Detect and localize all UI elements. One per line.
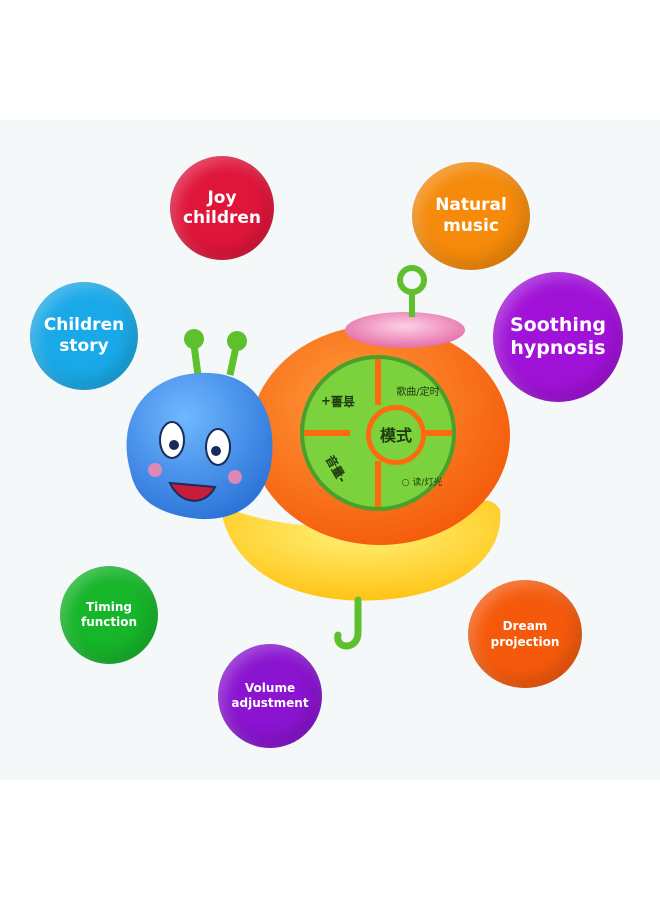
- volume-adjustment-bubble: Volume adjustment: [218, 644, 322, 748]
- joy-children-label: Joy children: [182, 188, 262, 228]
- children-story-bubble: Children story: [30, 282, 138, 390]
- bottom-right-button-label: ○ 读/灯光: [402, 476, 443, 488]
- mode-button-label: 模式: [380, 426, 412, 445]
- natural-music-bubble: Natural music: [412, 162, 530, 270]
- timing-function-label: Timing function: [80, 600, 138, 629]
- snail-mouth: [168, 481, 217, 502]
- left-top-button-label: 音量+: [321, 394, 355, 409]
- soothing-hypnosis-bubble: Soothing hypnosis: [493, 272, 623, 402]
- bottom-hook: [334, 596, 362, 650]
- dream-projection-label: Dream projection: [490, 619, 560, 649]
- top-right-button-label: 歌曲/定时: [396, 385, 439, 398]
- timing-function-bubble: Timing function: [60, 566, 158, 664]
- top-dome: [345, 312, 465, 348]
- top-hook-ring: [397, 265, 427, 295]
- natural-music-label: Natural music: [435, 195, 507, 236]
- antennae: [184, 329, 247, 376]
- dream-projection-bubble: Dream projection: [468, 580, 582, 688]
- volume-adjustment-label: Volume adjustment: [231, 681, 309, 710]
- soothing-hypnosis-label: Soothing hypnosis: [509, 314, 607, 359]
- joy-children-bubble: Joy children: [170, 156, 274, 260]
- snail-eyes: [159, 421, 231, 466]
- children-story-label: Children story: [43, 315, 125, 356]
- snail-toy-image: 模式 歌曲/定时 ○ 读/灯光 音量+ 音量-: [126, 265, 510, 650]
